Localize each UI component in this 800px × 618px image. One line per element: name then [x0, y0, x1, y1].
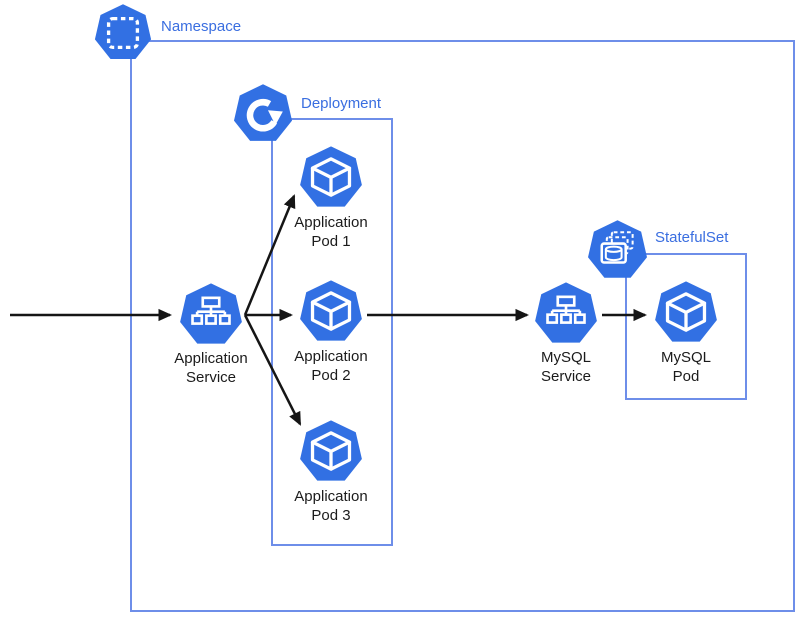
- deployment-label: Deployment: [301, 95, 382, 112]
- statefulset-icon: [586, 219, 649, 282]
- label-line: Application: [294, 348, 368, 365]
- pod-icon: [298, 145, 364, 211]
- pod-icon: [653, 280, 719, 346]
- namespace-boundary-box: [130, 40, 795, 612]
- statefulset-label: StatefulSet: [655, 229, 729, 246]
- label-line: Pod: [672, 368, 700, 385]
- label-line: Application: [174, 350, 248, 367]
- node-label-application-service: Application Service: [151, 349, 271, 387]
- arrow-app-service-to-pod1: [243, 194, 296, 316]
- service-icon: [533, 281, 599, 347]
- label-line: Application: [294, 488, 368, 505]
- label-line: Pod 1: [311, 233, 351, 250]
- namespace-label: Namespace: [161, 18, 242, 35]
- statefulset-boundary-box: [625, 253, 747, 400]
- node-label-application-pod-2: Application Pod 2: [271, 347, 391, 385]
- pod-icon: [298, 279, 364, 345]
- deployment-icon: [232, 83, 294, 145]
- deployment-boundary-box: [271, 118, 393, 546]
- label-line: Pod 2: [311, 367, 351, 384]
- node-label-application-pod-3: Application Pod 3: [271, 487, 391, 525]
- label-line: Service: [540, 368, 592, 385]
- node-label-mysql-pod: MySQL Pod: [626, 348, 746, 386]
- arrow-app-service-to-pod3: [243, 314, 302, 426]
- service-icon: [178, 282, 244, 348]
- pod-icon: [298, 419, 364, 485]
- node-label-mysql-service: MySQL Service: [506, 348, 626, 386]
- namespace-icon: [93, 3, 153, 63]
- label-line: Application: [294, 214, 368, 231]
- label-line: Service: [185, 369, 237, 386]
- label-line: MySQL: [660, 349, 711, 366]
- node-label-application-pod-1: Application Pod 1: [271, 213, 391, 251]
- label-line: Pod 3: [311, 507, 351, 524]
- label-line: MySQL: [540, 349, 591, 366]
